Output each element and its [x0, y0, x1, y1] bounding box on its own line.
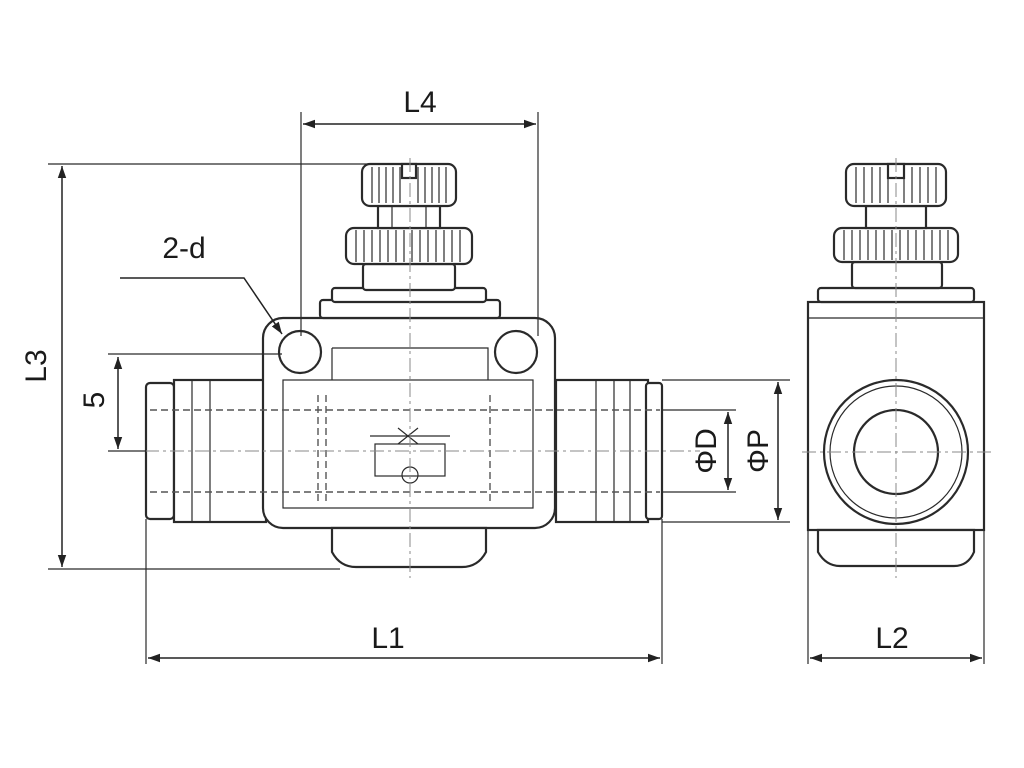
label-L3: L3	[20, 349, 53, 382]
dimensions	[48, 112, 985, 664]
adjusting-knob	[360, 162, 458, 208]
side-view	[802, 158, 992, 578]
label-L2: L2	[875, 622, 908, 655]
label-5: 5	[78, 392, 111, 409]
mount-hole-left	[277, 329, 323, 375]
leader-2-d	[120, 277, 283, 335]
label-L4: L4	[403, 86, 436, 119]
label-phiP: ΦP	[742, 429, 775, 473]
side-port-outer	[822, 378, 970, 526]
label-L1: L1	[371, 622, 404, 655]
bottom-boss	[330, 526, 488, 569]
valve-body	[261, 316, 557, 530]
lock-nut	[344, 226, 474, 266]
label-2-d: 2-d	[162, 232, 205, 265]
label-phiD: ΦD	[690, 428, 723, 474]
front-view	[120, 158, 700, 578]
mount-hole-right	[493, 329, 539, 375]
